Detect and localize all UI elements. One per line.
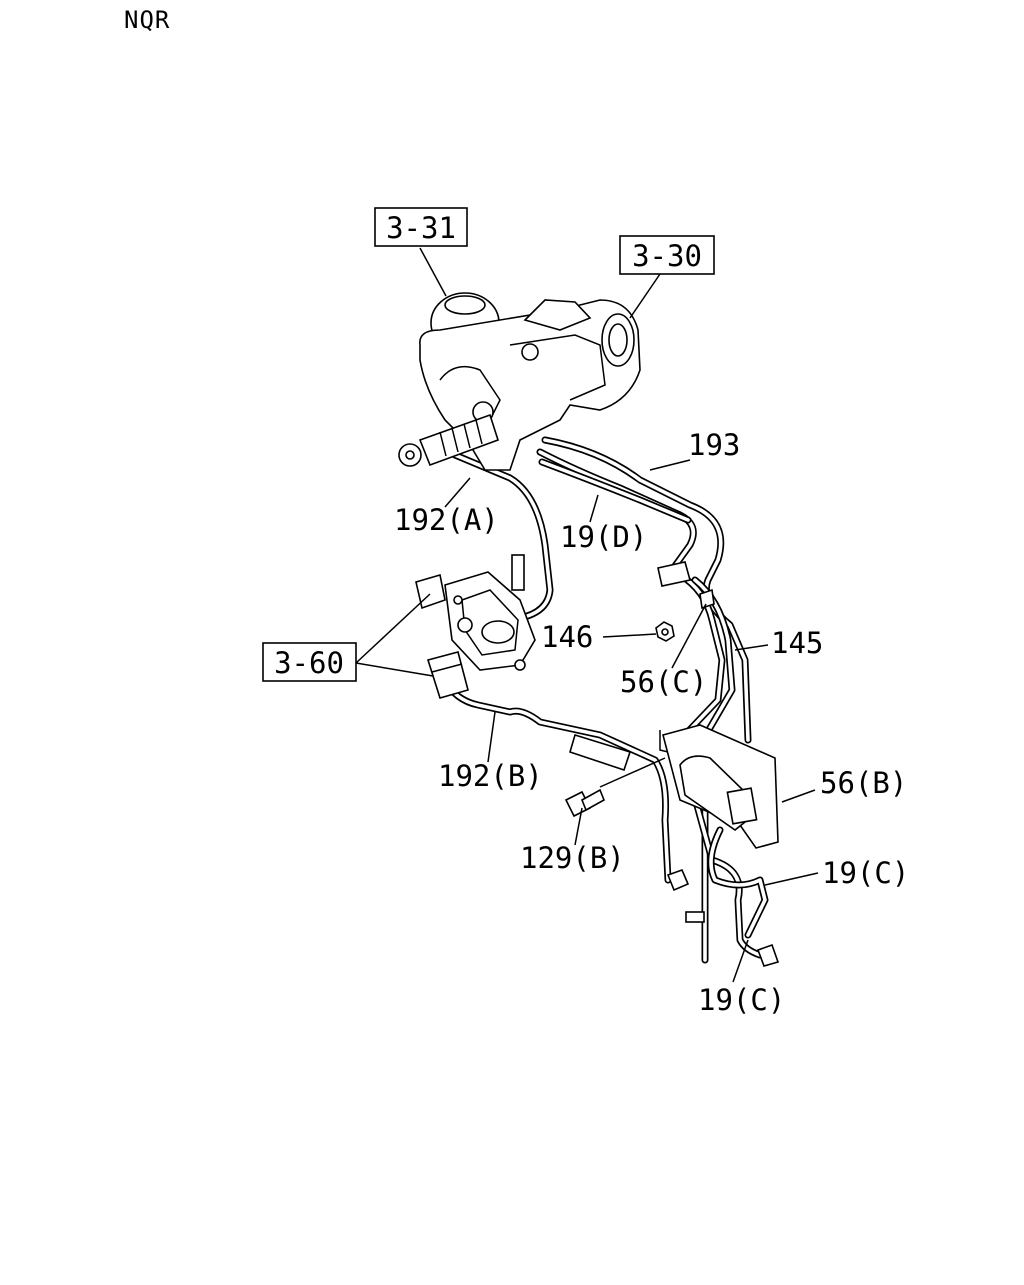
callout-19d: 19(D): [560, 520, 647, 554]
master-cylinder-assembly: [398, 292, 641, 471]
model-code: NQR: [124, 6, 171, 34]
callout-192b: 192(B): [438, 759, 543, 793]
callout-146: 146: [541, 620, 593, 654]
lower-fittings: [666, 868, 780, 967]
ref-box-3-30[interactable]: 3-30: [619, 235, 715, 275]
callout-19c-lower: 19(C): [698, 983, 785, 1017]
bolt-129b: [564, 788, 606, 818]
ref-label-3-31: 3-31: [386, 211, 456, 245]
ref-box-3-60[interactable]: 3-60: [262, 642, 357, 682]
callout-56b: 56(B): [820, 766, 907, 800]
hose-sleeve: [569, 733, 632, 772]
callout-19c-upper: 19(C): [822, 856, 909, 890]
junction-block: [659, 724, 779, 849]
ref-label-3-60: 3-60: [274, 646, 344, 680]
callout-129b: 129(B): [520, 841, 625, 875]
clip-56c: [657, 561, 715, 610]
ref-label-3-30: 3-30: [632, 239, 702, 273]
callout-193: 193: [688, 428, 740, 462]
leader-lines: [355, 247, 819, 983]
callout-145: 145: [771, 626, 823, 660]
callout-192a: 192(A): [394, 503, 499, 537]
valve-clip: [426, 651, 469, 699]
proportioning-valve-bracket: [415, 554, 536, 671]
brake-pipes: [441, 436, 769, 964]
nut-146: [655, 621, 675, 642]
callout-56c: 56(C): [620, 665, 707, 699]
ref-box-3-31[interactable]: 3-31: [374, 207, 468, 247]
